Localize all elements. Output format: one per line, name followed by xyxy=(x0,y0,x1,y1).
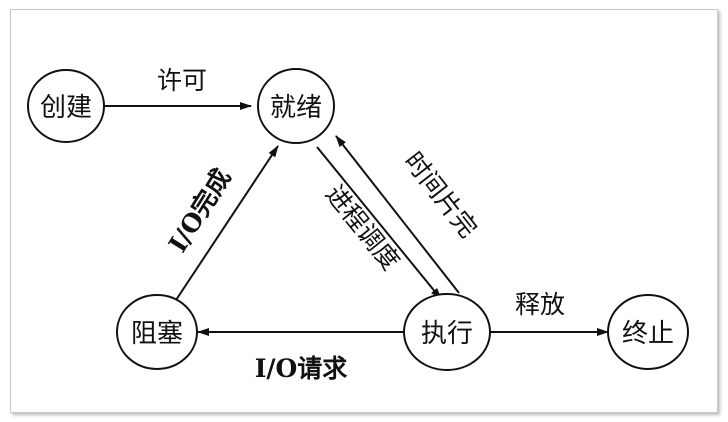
state-create-label: 创建 xyxy=(40,93,92,123)
process-state-diagram: 创建 就绪 阻塞 执行 终止 许可 I/O完成 进程调度 时间片完 I/O请求 … xyxy=(27,66,689,383)
state-blocked: 阻塞 xyxy=(116,294,198,370)
label-create-to-ready: 许可 xyxy=(157,66,207,95)
state-ready-label: 就绪 xyxy=(270,93,322,123)
state-running-label: 执行 xyxy=(421,319,473,349)
label-ready-to-running: 进程调度 xyxy=(320,180,405,276)
label-running-to-ready: 时间片完 xyxy=(398,146,482,243)
state-terminated-label: 终止 xyxy=(622,319,674,349)
edge-blocked-to-ready xyxy=(173,145,279,304)
label-running-to-blocked: I/O请求 xyxy=(255,354,348,383)
state-ready: 就绪 xyxy=(257,68,335,144)
state-running: 执行 xyxy=(403,293,491,371)
state-create: 创建 xyxy=(27,69,105,143)
label-blocked-to-ready: I/O完成 xyxy=(163,164,237,258)
label-running-to-terminated: 释放 xyxy=(515,290,565,319)
diagram-frame: 创建 就绪 阻塞 执行 终止 许可 I/O完成 进程调度 时间片完 I/O请求 … xyxy=(10,9,718,413)
edge-running-to-ready xyxy=(335,135,460,294)
state-blocked-label: 阻塞 xyxy=(131,319,183,349)
edge-ready-to-running xyxy=(316,146,442,300)
state-terminated: 终止 xyxy=(607,294,689,370)
